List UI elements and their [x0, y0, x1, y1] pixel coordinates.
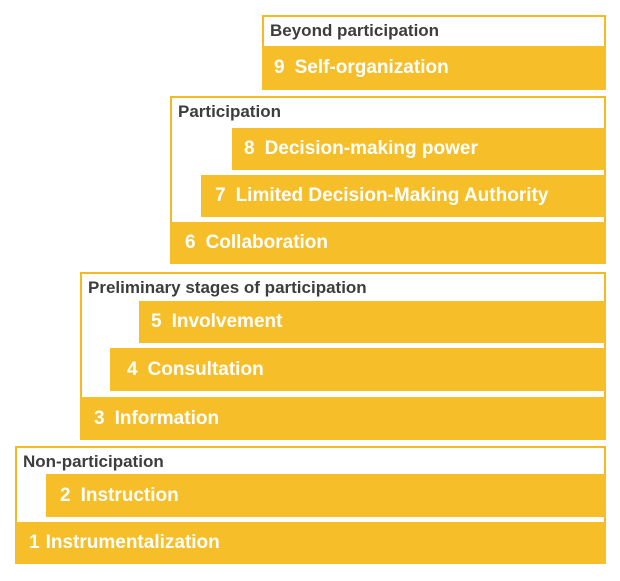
step-label: Involvement	[171, 311, 283, 332]
step-4: 4 Consultation	[110, 348, 606, 391]
group-title: Preliminary stages of participation	[88, 278, 367, 297]
step-number: 5	[151, 311, 162, 332]
step-number: 7	[215, 185, 226, 206]
step-number: 6	[185, 232, 196, 253]
step-2: 2 Instruction	[46, 474, 606, 517]
step-label: Limited Decision-Making Authority	[235, 185, 549, 206]
step-number: 2	[60, 484, 71, 506]
step-3: 3 Information	[80, 397, 606, 440]
step-label: Instrumentalization	[45, 532, 220, 553]
group-title: Non-participation	[23, 452, 164, 471]
group-title: Participation	[178, 102, 281, 121]
step-number: 9	[274, 57, 285, 78]
step-9: 9 Self-organization	[262, 46, 606, 90]
step-label: Decision-making power	[264, 138, 478, 159]
step-number: 8	[244, 138, 255, 159]
step-number: 4	[127, 358, 138, 380]
step-label: Consultation	[147, 358, 264, 380]
group-title: Beyond participation	[270, 21, 440, 40]
step-label: Instruction	[80, 484, 179, 506]
step-label: Self-organization	[294, 57, 449, 78]
step-label: Information	[114, 407, 220, 429]
step-number: 3	[94, 407, 105, 429]
step-number: 1	[29, 532, 40, 553]
step-1: 1 Instrumentalization	[15, 522, 606, 564]
step-label: Collaboration	[205, 232, 329, 253]
step-5: 5 Involvement	[139, 301, 606, 343]
step-8: 8 Decision-making power	[232, 128, 606, 170]
step-7: 7 Limited Decision-Making Authority	[201, 175, 606, 217]
step-6: 6 Collaboration	[170, 222, 606, 264]
